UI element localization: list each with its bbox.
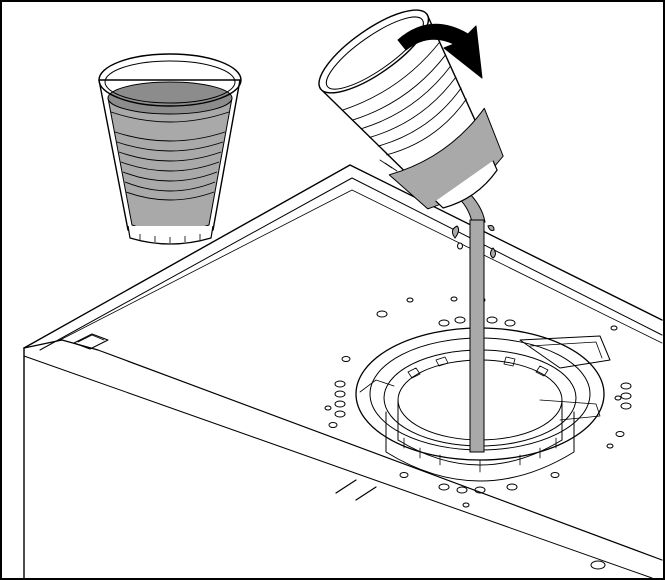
rotate-arrow-icon: [397, 23, 483, 79]
full-cup-icon: [98, 53, 242, 245]
filler-opening-icon: [324, 297, 632, 508]
appliance-top-icon: [23, 159, 663, 579]
water-stream-icon: [451, 189, 496, 453]
pouring-cup-icon: [318, 9, 504, 210]
